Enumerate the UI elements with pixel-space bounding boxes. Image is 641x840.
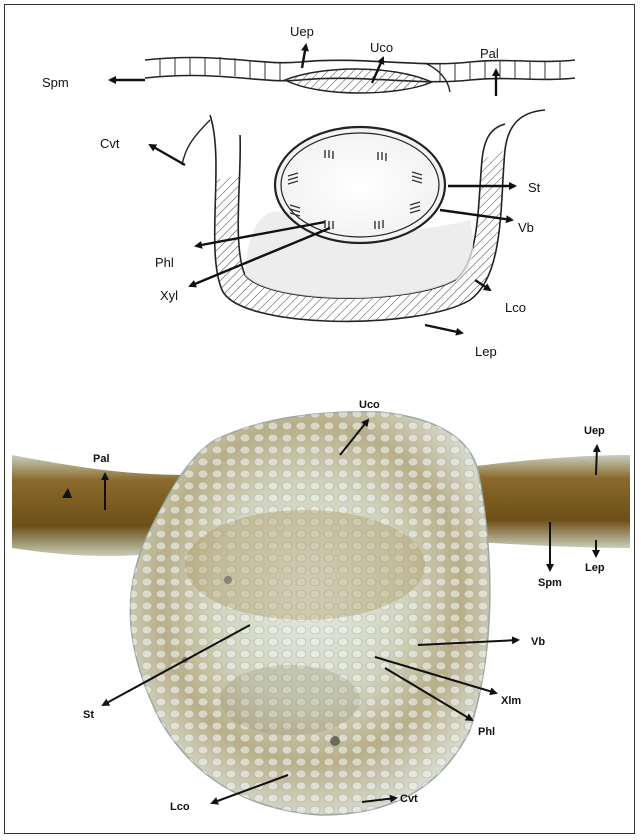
micro-label-st: St (83, 709, 94, 721)
sketch-label-st: St (528, 180, 541, 195)
sketch-label-lco: Lco (505, 300, 526, 315)
sketch-label-vb: Vb (518, 220, 534, 235)
sketch-label-uep: Uep (290, 24, 314, 39)
sketch-label-uco: Uco (370, 40, 393, 55)
micro-label-phl: Phl (478, 726, 495, 738)
sketch-upper-collenchyma (285, 69, 432, 93)
micrograph-vascular-region (185, 510, 425, 620)
micrograph: Uco Uep Pal Spm Lep Vb St Xlm Phl Lco Cv… (12, 399, 630, 815)
sketch-label-xyl: Xyl (160, 288, 178, 303)
micro-label-lco: Lco (170, 801, 190, 813)
micro-label-vb: Vb (531, 636, 545, 648)
sketch-label-cvt: Cvt (100, 136, 120, 151)
micro-label-cvt: Cvt (400, 793, 418, 805)
sketch-upper-epidermis-top (145, 57, 575, 63)
micro-label-spm: Spm (538, 577, 562, 589)
sketch-label-phl: Phl (155, 255, 174, 270)
micro-label-uep: Uep (584, 425, 605, 437)
sketch-label-lep: Lep (475, 344, 497, 359)
sketch-label-pal: Pal (480, 46, 499, 61)
micro-label-uco: Uco (359, 399, 380, 411)
sketch-diagram: Uep Uco Pal Spm Cvt St Vb Phl Xyl Lco Le… (42, 24, 575, 359)
micro-label-pal: Pal (93, 453, 110, 465)
micro-label-xlm: Xlm (501, 695, 521, 707)
sketch-label-spm: Spm (42, 75, 69, 90)
micro-label-lep: Lep (585, 562, 605, 574)
